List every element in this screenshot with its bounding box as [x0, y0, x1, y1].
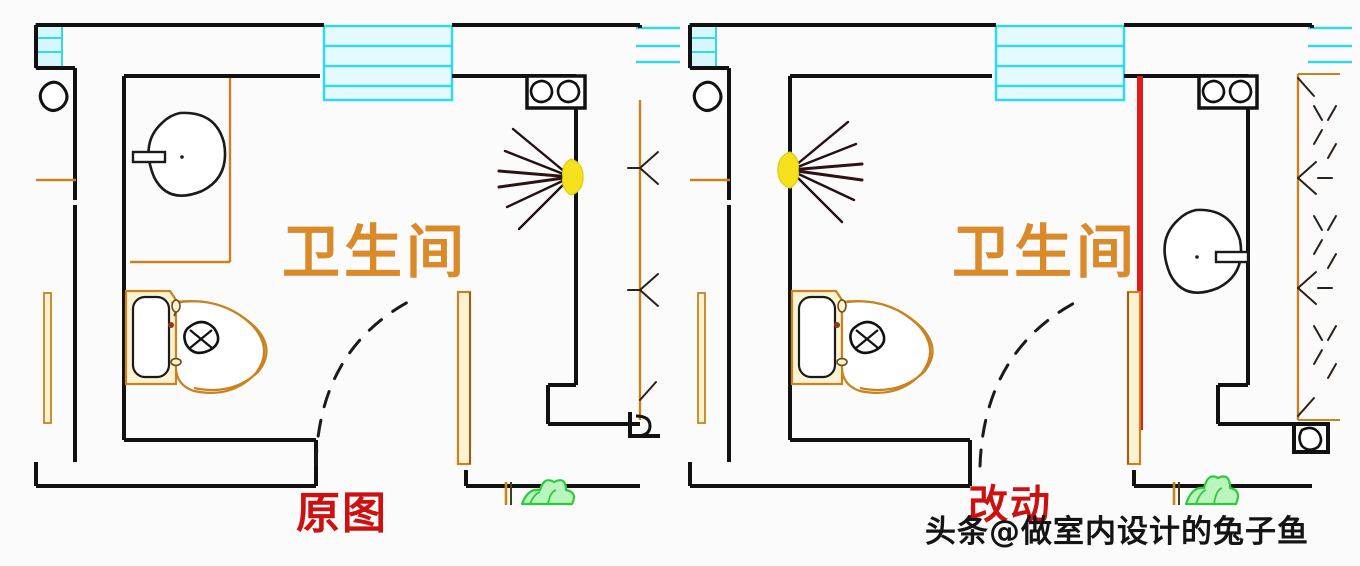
shower-head-icon: [497, 127, 584, 231]
right-plan-label: 改动: [968, 482, 1052, 528]
toilet-icon-right: [790, 289, 934, 394]
plant-icon-right: [1172, 475, 1240, 506]
room-name-label: 卫生间: [282, 218, 468, 286]
window-top-center-icon-right: [994, 24, 1126, 102]
cooktop-icon: [525, 74, 587, 110]
door-swing-arc-right: [978, 300, 1078, 468]
door-jamb-right: [697, 292, 706, 424]
right-plan-group: 卫生间 改动 头条@做室内设计的兔子鱼: [688, 23, 1352, 550]
window-top-left-icon: [35, 23, 63, 69]
washbasin-icon: [131, 111, 227, 197]
cooktop-icon-right: [1197, 74, 1259, 110]
toilet-icon: [124, 289, 268, 394]
window-top-center-icon: [322, 24, 454, 102]
shower-head-icon-right: [777, 120, 864, 224]
window-top-left-icon-right: [689, 23, 717, 69]
watermark-text: 头条@做室内设计的兔子鱼: [925, 514, 1309, 550]
window-top-right-icon: [636, 26, 680, 64]
left-plan-group: 卫生间 原图: [34, 23, 680, 539]
door-leaf-right: [1126, 290, 1142, 466]
left-plan-dimension-line: [627, 100, 660, 438]
right-plan-walls: [688, 23, 1314, 488]
pipe-shaft-icon-right: [692, 80, 723, 112]
window-top-right-icon-right: [1308, 26, 1352, 64]
left-plan-orange-walls: [36, 78, 232, 264]
door-swing-arc: [314, 300, 410, 468]
right-plan-dimension-line: [1292, 73, 1340, 454]
washbasin-icon-right: [1163, 208, 1250, 294]
left-plan-label: 原图: [296, 488, 388, 539]
room-name-label-right: 卫生间: [952, 218, 1138, 286]
pipe-shaft-icon: [38, 80, 69, 112]
left-plan-walls: [34, 23, 642, 488]
door-leaf: [456, 290, 472, 466]
plant-icon: [504, 479, 576, 506]
door-jamb: [43, 292, 52, 424]
